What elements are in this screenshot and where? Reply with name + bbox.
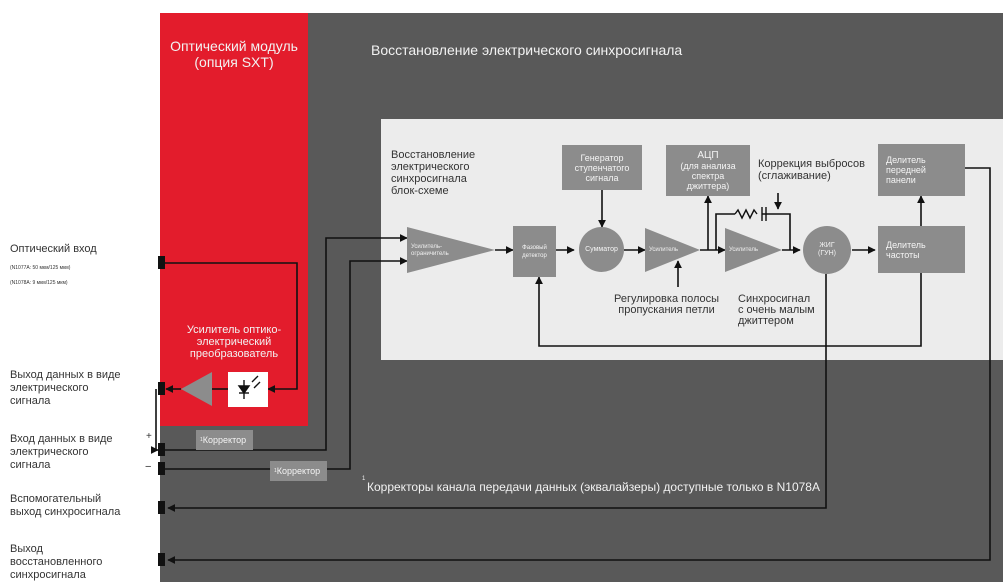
electrical-data-input-label: Вход данных в виде электрического сигнал…	[10, 433, 113, 472]
data-out-line3: сигнала	[10, 395, 51, 407]
aux-clock-output-label: Вспомогательный выход синхросигнала	[10, 493, 120, 519]
data-in-line1: Вход данных в виде	[10, 433, 113, 445]
footnote-mark: 1	[274, 468, 277, 474]
amplifier-1-shape	[645, 228, 700, 272]
diagram-caption: Восстановление электрического синхросигн…	[391, 149, 475, 197]
optical-input-note-n1078a: (N1078A: 9 мкм/125 мкм)	[10, 280, 68, 286]
phase-detector: Фазовый детектор	[513, 226, 556, 277]
peaking-line2: (сглаживание)	[758, 170, 831, 182]
equalizer-plus-label: Корректор	[202, 435, 247, 445]
optical-module-title: Оптический модуль (опция SXT)	[160, 38, 308, 70]
front-divider-line1: Делитель	[886, 155, 926, 165]
optical-input-label: Оптический вход	[10, 243, 97, 255]
recovered-clock-output-label: Выход восстановленного синхросигнала	[10, 543, 102, 582]
optical-module-panel	[160, 13, 308, 426]
caption-line2: электрического	[391, 161, 470, 173]
electrical-data-output-label: Выход данных в виде электрического сигна…	[10, 369, 121, 408]
front-divider-line3: панели	[886, 175, 916, 185]
divider-line2: частоты	[886, 249, 920, 260]
oe-converter-label: Усилитель оптико- электрический преобраз…	[160, 324, 308, 360]
phase-detector-line1: Фазовый	[522, 244, 547, 251]
low-jitter-line1: Синхросигнал	[738, 293, 811, 305]
data-out-line1: Выход данных в виде	[10, 369, 121, 381]
equalizer-minus: 1 Корректор	[270, 461, 327, 481]
adc-line2: (для анализа	[680, 160, 736, 171]
low-jitter-line3: джиттером	[738, 315, 794, 327]
limiting-amplifier-shape	[407, 227, 495, 273]
low-jitter-line2: с очень малым	[738, 304, 815, 316]
adc-line4: джиттера)	[686, 180, 730, 191]
amplifier-1-label: Усилитель	[649, 247, 679, 253]
peaking-correction-label: Коррекция выбросов (сглаживание)	[758, 158, 865, 182]
step-gen-line1: Генератор	[580, 152, 624, 163]
oe-converter-label-line3: преобразователь	[189, 348, 279, 360]
loop-bw-line2: пропускания петли	[618, 304, 715, 316]
adc-line3: спектра	[691, 170, 725, 181]
loop-bandwidth-label: Регулировка полосы пропускания петли	[614, 294, 719, 316]
step-gen-line3: сигнала	[585, 172, 619, 183]
caption-line4: блок-схеме	[391, 185, 449, 197]
recovered-clock-line1: Выход	[10, 543, 43, 555]
caption-line1: Восстановление	[391, 149, 476, 161]
step-generator: Генератор ступенчатого сигнала	[562, 145, 642, 190]
front-panel-divider: Делитель передней панели	[878, 144, 965, 196]
peaking-line1: Коррекция выбросов	[758, 158, 866, 170]
adc-line1: АЦП	[697, 149, 719, 161]
oe-converter-label-line2: электрический	[196, 336, 272, 348]
limiting-amplifier-label: Усилитель- ограничитель	[411, 244, 449, 258]
main-title: Восстановление электрического синхросигн…	[371, 42, 683, 58]
front-divider-line2: передней	[886, 165, 926, 175]
optical-module-title-line2: (опция SXT)	[194, 54, 274, 70]
footnote-mark: 1	[200, 437, 203, 443]
data-in-line2: электрического	[10, 446, 89, 458]
footnote-mark-ref: 1	[362, 476, 366, 482]
aux-clock-line1: Вспомогательный	[10, 493, 102, 505]
step-gen-line2: ступенчатого	[574, 162, 630, 173]
loop-bw-line1: Регулировка полосы	[614, 293, 720, 305]
optical-input-note-n1077a: (N1077A: 50 мкм/125 мкм)	[10, 265, 71, 271]
yig-line2: (ГУН)	[818, 250, 836, 257]
equalizer-footnote: Корректоры канала передачи данных (эквал…	[367, 480, 820, 494]
photodiode-icon	[228, 372, 268, 407]
limiting-amp-line2: ограничитель	[411, 251, 449, 257]
equalizer-plus: 1 Корректор	[196, 430, 253, 450]
recovered-clock-line2: восстановленного	[10, 556, 103, 568]
frequency-divider: Делитель частоты	[878, 226, 965, 273]
amplifier-2-label: Усилитель	[729, 247, 759, 253]
summator: Сумматор	[579, 227, 624, 272]
plus-sign: +	[146, 431, 152, 442]
data-in-line3: сигнала	[10, 459, 51, 471]
low-jitter-clock-label: Синхросигнал с очень малым джиттером	[738, 294, 815, 327]
oe-converter-label-line1: Усилитель оптико-	[186, 324, 282, 336]
limiting-amp-line1: Усилитель-	[411, 244, 443, 250]
electrical-output-amplifier	[181, 372, 212, 406]
yig-line1: ЖИГ	[819, 242, 835, 249]
divider-line1: Делитель	[886, 239, 926, 250]
caption-line3: синхросигнала	[391, 173, 467, 185]
minus-sign: −	[145, 461, 152, 473]
equalizer-minus-label: Корректор	[276, 466, 321, 476]
optical-module-title-line1: Оптический модуль	[170, 38, 298, 54]
recovered-clock-line3: синхросигнала	[10, 569, 86, 581]
data-out-line2: электрического	[10, 382, 89, 394]
aux-clock-line2: выход синхросигнала	[10, 506, 121, 518]
amplifier-2-shape	[725, 228, 782, 272]
phase-detector-line2: детектор	[522, 252, 547, 259]
yig-oscillator: ЖИГ (ГУН)	[803, 226, 851, 274]
adc-jitter-analysis: АЦП (для анализа спектра джиттера)	[666, 145, 750, 196]
